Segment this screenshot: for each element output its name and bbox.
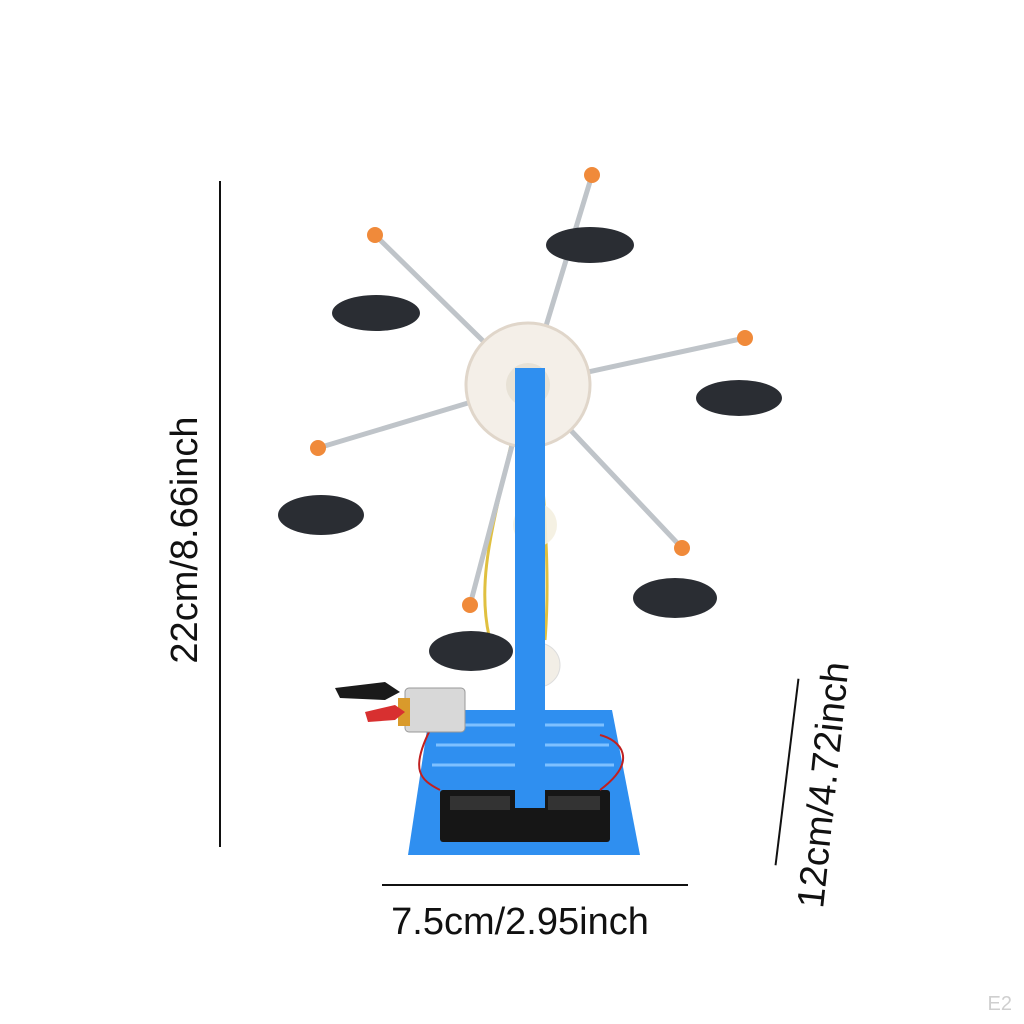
battery-holder <box>440 790 610 842</box>
blue-tower <box>515 368 545 808</box>
black-clip <box>335 682 400 700</box>
red-wire <box>418 729 625 791</box>
orange-caps <box>310 167 753 613</box>
width-dimension-label: 7.5cm/2.95inch <box>391 901 649 943</box>
red-clip <box>365 705 405 722</box>
height-dimension-label: 22cm/8.66inch <box>164 416 206 664</box>
watermark: E2 <box>987 993 1012 1015</box>
motor <box>398 687 466 733</box>
height-dimension-line <box>219 181 221 847</box>
width-dimension-line <box>382 884 688 886</box>
tires <box>278 227 782 671</box>
